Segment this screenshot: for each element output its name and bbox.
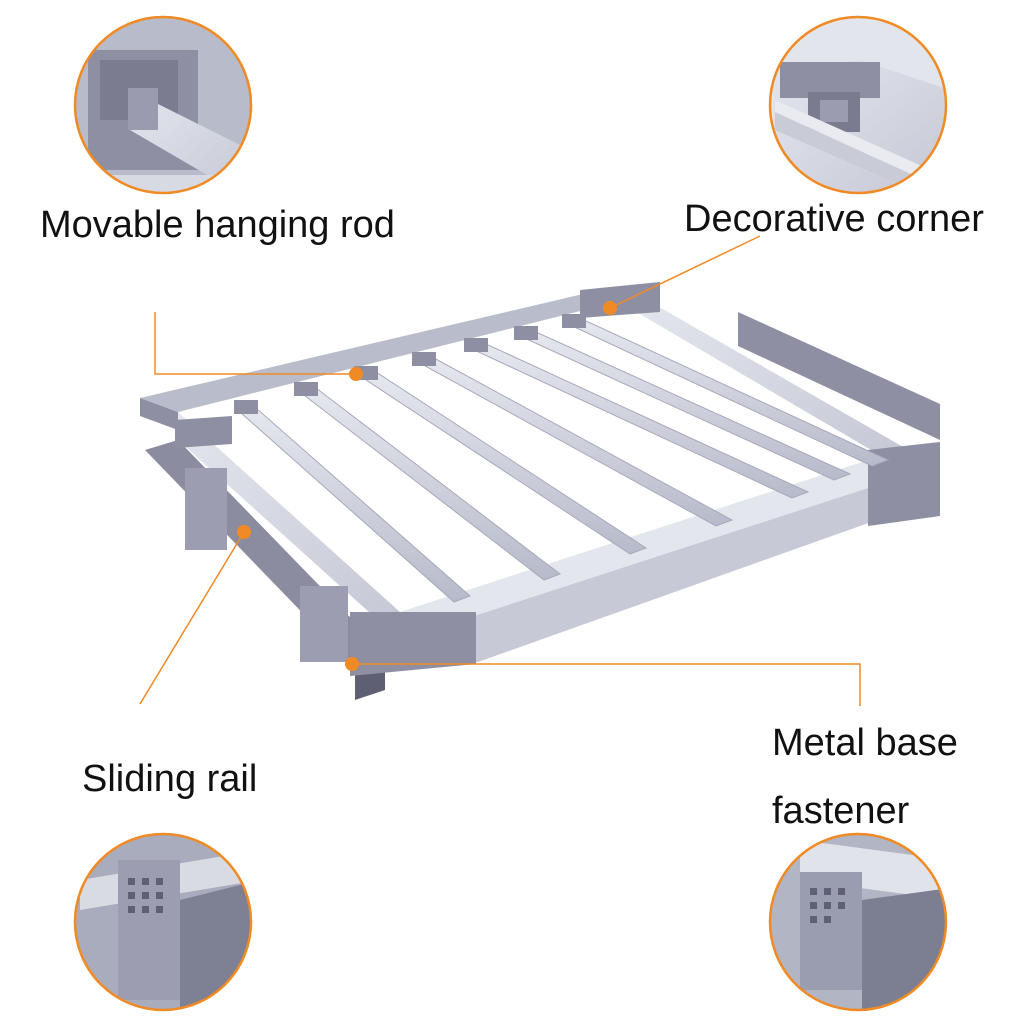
- detail-circle-corner: [768, 15, 948, 195]
- side-panel: [738, 312, 940, 440]
- detail-circle-fastener: [768, 832, 948, 1012]
- label-sliding-rail: Sliding rail: [82, 758, 258, 800]
- right-bar: [640, 296, 905, 470]
- rod-clips: [234, 314, 586, 414]
- left-bar: [178, 412, 400, 640]
- back-bar: [140, 290, 640, 412]
- rail-bracket-1: [185, 468, 227, 550]
- leader-corner: [609, 235, 761, 309]
- label-fastener: fastener: [772, 790, 910, 832]
- front-bar: [400, 448, 905, 640]
- leader-lines: [139, 235, 861, 706]
- rail-bracket-2: [300, 586, 348, 662]
- pull-out-trouser-rack: [140, 282, 940, 700]
- corner-cap-front-left: [350, 612, 476, 676]
- detail-circle-rod: [73, 15, 253, 195]
- leader-rail: [139, 531, 245, 705]
- corner-cap-front-right: [868, 442, 940, 526]
- detail-circle-rail: [73, 832, 253, 1012]
- leader-rod: [154, 312, 356, 375]
- leader-dots: [237, 301, 617, 671]
- label-metal-base: Metal base: [772, 722, 958, 764]
- hanging-rods: [238, 319, 890, 603]
- corner-cap-back-right: [580, 282, 660, 318]
- leader-fastener: [352, 663, 861, 706]
- label-movable-hanging-rod: Movable hanging rod: [40, 204, 395, 246]
- label-decorative-corner: Decorative corner: [684, 198, 984, 240]
